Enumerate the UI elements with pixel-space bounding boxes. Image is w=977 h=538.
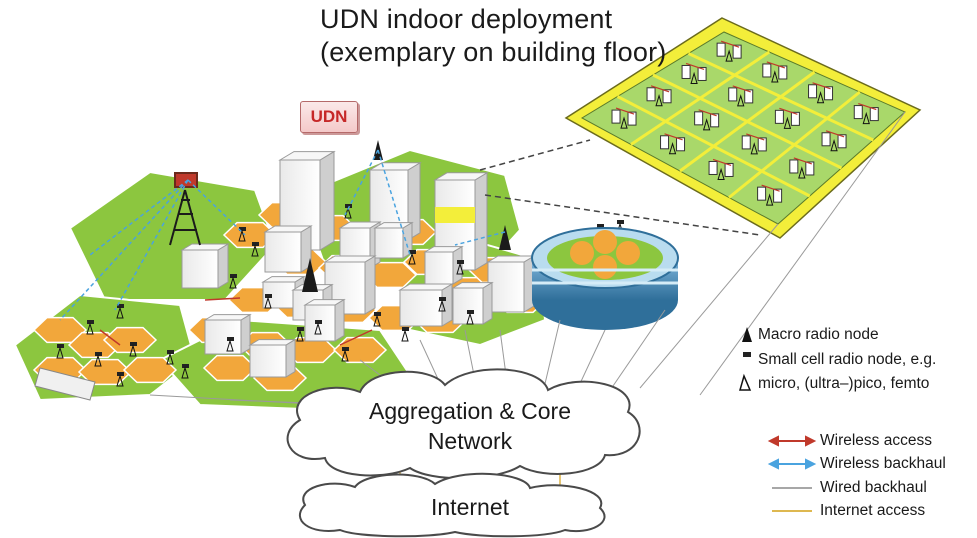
floor-cell-node	[708, 158, 734, 180]
small-cell-hex	[202, 354, 258, 382]
core-network-label-line1: Aggregation & Core	[368, 398, 571, 424]
legend-small-cell-line2: micro, (ultra–)pico, femto	[758, 375, 930, 392]
floor-cell-node	[681, 62, 707, 84]
small-cell-node	[341, 347, 349, 362]
building-icon	[263, 225, 313, 273]
floor-title-line1: UDN indoor deployment	[320, 4, 613, 34]
tower-icon	[169, 172, 201, 246]
building-icon	[180, 243, 230, 289]
zoom-lines	[479, 139, 761, 236]
floor-cell-node	[611, 107, 637, 129]
platform-slab	[34, 367, 96, 401]
small-cell-node	[238, 227, 246, 242]
floor-cell-node	[789, 157, 815, 179]
small-cell-nodes	[56, 204, 624, 387]
small-cell-node	[56, 344, 64, 359]
floor-cell-node	[853, 103, 879, 125]
small-cell-node	[401, 327, 409, 342]
small-cell-node	[86, 320, 94, 335]
stadium-icon	[531, 227, 679, 330]
floor-cell-node	[821, 130, 847, 152]
small-cell-hex	[102, 326, 158, 354]
small-cell-node	[373, 312, 381, 327]
wireless-access-arrow	[767, 435, 817, 447]
building-icon	[451, 281, 494, 325]
legend-wireless-access: Wireless access	[820, 432, 932, 449]
building-icon	[486, 255, 536, 313]
small-cell-node	[251, 242, 259, 257]
floor-cell-node	[757, 184, 783, 206]
floor-cell-node	[728, 85, 754, 107]
small-cell-node	[116, 372, 124, 387]
small-cell-node-icon	[739, 352, 752, 391]
building-icon	[398, 283, 454, 327]
building-icon	[373, 221, 414, 259]
small-cell-node	[129, 342, 137, 357]
small-cell-node	[296, 327, 304, 342]
wireless-backhaul-links	[59, 149, 506, 321]
legend-wireless-backhaul: Wireless backhaul	[820, 455, 946, 472]
small-cell-node	[456, 260, 464, 275]
floor-cell-node	[694, 109, 720, 131]
legend-internet-access: Internet access	[820, 502, 926, 519]
legend-markers	[739, 327, 817, 512]
building-icon	[423, 245, 464, 285]
small-cell-node	[166, 350, 174, 365]
building-icon	[303, 298, 346, 342]
floor-title-line2: (exemplary on building floor)	[320, 37, 667, 67]
internet-label: Internet	[431, 494, 509, 520]
macro-node-icon	[742, 327, 752, 342]
legend-small-cell-line1: Small cell radio node, e.g.	[758, 351, 937, 368]
small-cell-node	[438, 297, 446, 312]
small-cell-node	[181, 364, 189, 379]
building-icon	[203, 313, 252, 355]
small-cell-hex	[122, 356, 178, 384]
small-cell-node	[94, 352, 102, 367]
floor-cell-node	[808, 82, 834, 104]
cloud-icon-internet	[298, 472, 606, 538]
floor-cell-node	[660, 133, 686, 155]
floor-cell-node	[716, 40, 742, 62]
small-cell-node	[226, 337, 234, 352]
building-icon	[248, 338, 297, 378]
small-cell-node	[229, 274, 237, 289]
floor-cell-node	[762, 61, 788, 83]
small-cell-node	[408, 250, 416, 265]
small-cell-node	[466, 310, 474, 325]
small-cell-node	[314, 320, 322, 335]
legend-wired-backhaul: Wired backhaul	[820, 479, 927, 496]
floor-cell-node	[741, 133, 767, 155]
core-network-label-line2: Network	[427, 428, 513, 454]
udn-badge: UDN	[300, 101, 358, 133]
small-cell-hex	[222, 221, 278, 249]
cloud-icon-core	[286, 368, 641, 480]
building-icon	[433, 171, 489, 271]
wireless-access-links	[99, 297, 373, 346]
floor-cell-node	[646, 85, 672, 107]
wireless-backhaul-arrow	[767, 458, 817, 470]
small-cell-node	[264, 294, 272, 309]
legend-macro: Macro radio node	[758, 326, 879, 343]
floor-cell-node	[774, 107, 800, 129]
small-cell-node	[116, 304, 124, 319]
